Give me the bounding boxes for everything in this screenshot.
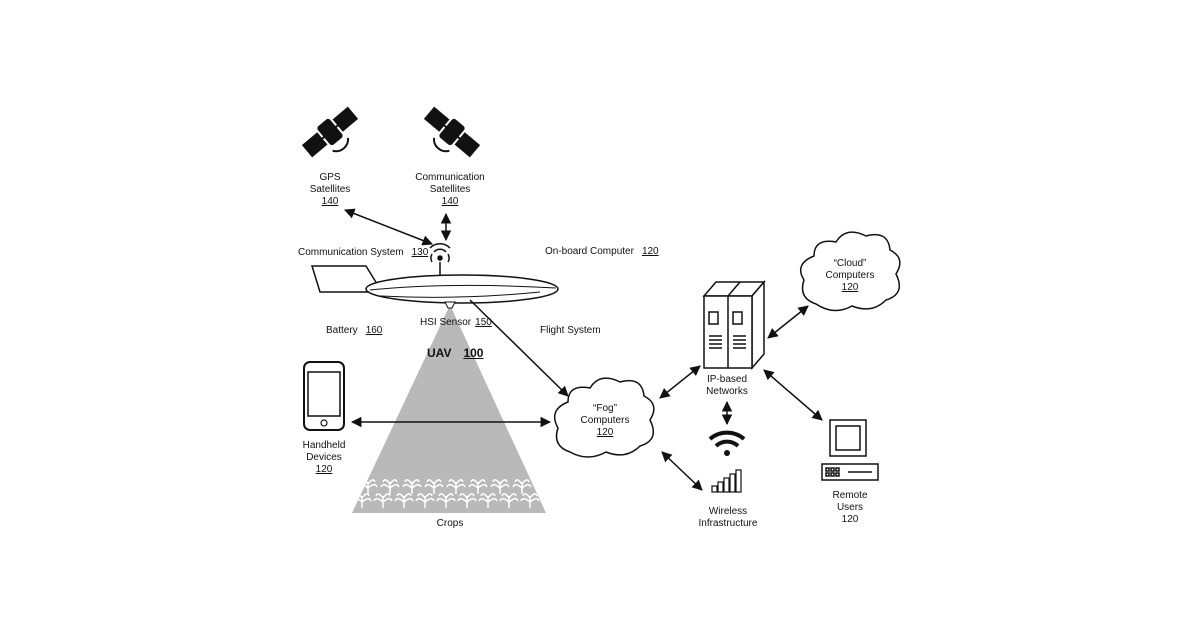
communication-satellite-icon <box>415 104 482 168</box>
remote-computer-icon <box>822 420 878 480</box>
hsi-sensor-label: HSI Sensor150 <box>420 317 492 329</box>
wireless-infrastructure-label: WirelessInfrastructure <box>690 506 766 530</box>
arrow-fog-servers <box>660 366 700 398</box>
arrow-servers-remote <box>764 370 822 420</box>
cloud-computers-label: “Cloud”Computers120 <box>820 258 880 294</box>
arrow-fog-wireless <box>662 452 702 490</box>
flight-system-label: Flight System <box>540 325 601 337</box>
handheld-devices-label: HandheldDevices120 <box>294 440 354 476</box>
signal-bars-icon <box>712 470 741 492</box>
handheld-device-icon <box>304 362 344 430</box>
antenna-icon <box>430 244 450 276</box>
crops-label: Crops <box>425 518 475 530</box>
battery-label: Battery160 <box>326 325 382 337</box>
gps-satellites-label: GPSSatellites140 <box>305 172 355 208</box>
arrow-gps-uav <box>345 210 432 244</box>
onboard-computer-label: On-board Computer120 <box>545 246 659 258</box>
server-icon <box>704 282 764 368</box>
communication-system-label: Communication System130 <box>298 247 428 259</box>
communication-satellites-label: CommunicationSatellites140 <box>410 172 490 208</box>
fog-computers-label: “Fog”Computers120 <box>575 403 635 439</box>
arrow-servers-cloud <box>768 306 808 338</box>
gps-satellite-icon <box>299 104 366 168</box>
wifi-icon <box>710 433 744 456</box>
ip-networks-label: IP-basedNetworks <box>697 374 757 398</box>
remote-users-label: RemoteUsers120 <box>820 490 880 526</box>
uav-icon <box>312 266 558 308</box>
uav-label: UAV100 <box>427 347 483 359</box>
